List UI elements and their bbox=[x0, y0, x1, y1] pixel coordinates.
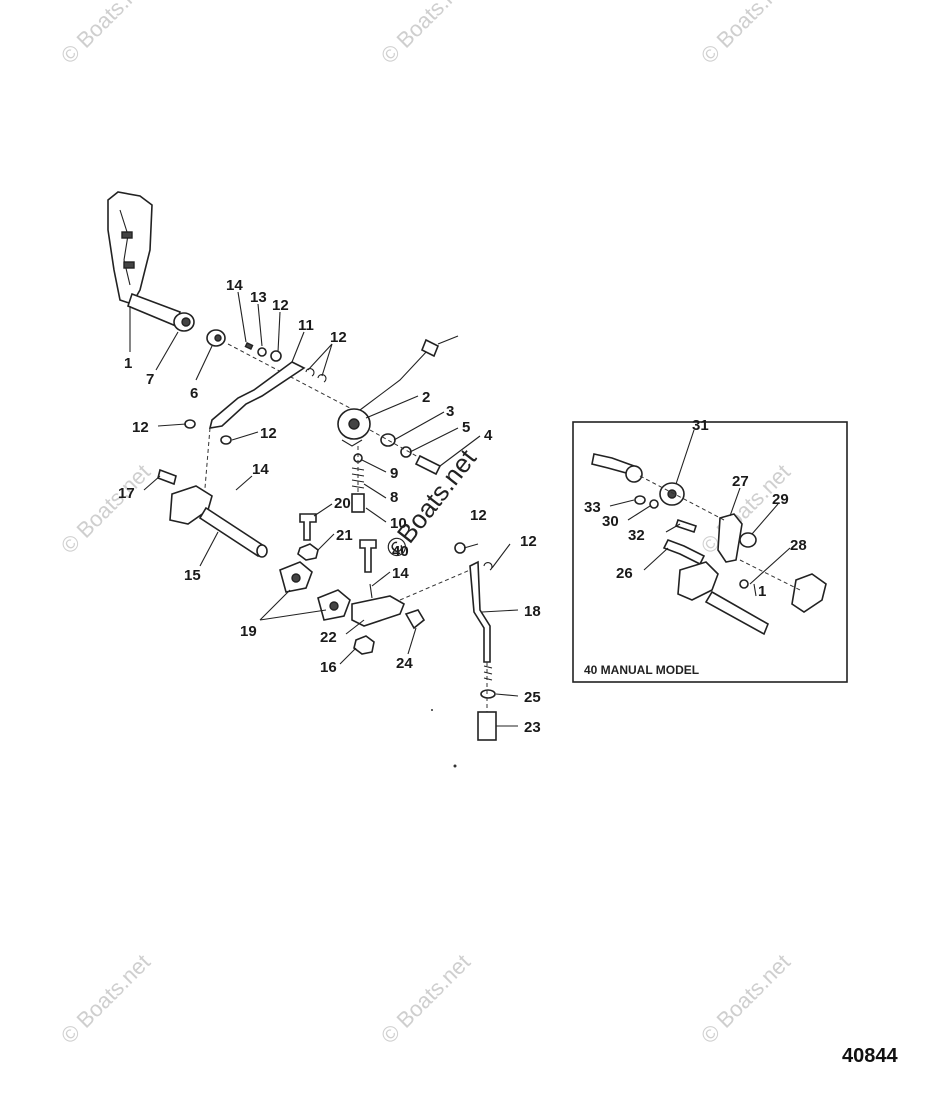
callout-5: 5 bbox=[462, 419, 470, 436]
inset-bracket bbox=[791, 573, 827, 613]
inset-label: 40 MANUAL MODEL bbox=[584, 663, 699, 677]
lever-shaft bbox=[127, 292, 181, 328]
callout-26: 26 bbox=[616, 565, 633, 582]
watermark: © Boats.net bbox=[56, 459, 155, 558]
callout-28: 28 bbox=[790, 537, 807, 554]
bolt-20 bbox=[299, 513, 317, 541]
inset-frame bbox=[572, 421, 848, 683]
callout-21: 21 bbox=[336, 527, 353, 544]
callout-14: 14 bbox=[226, 277, 243, 294]
callout-11: 11 bbox=[298, 317, 314, 334]
nut-21 bbox=[297, 543, 319, 561]
inset-bushing bbox=[625, 465, 643, 483]
nut-16 bbox=[353, 635, 375, 655]
callout-8: 8 bbox=[390, 489, 398, 506]
callout-32: 32 bbox=[628, 527, 645, 544]
callout-20: 20 bbox=[334, 495, 351, 512]
callout-2: 2 bbox=[422, 389, 430, 406]
washer-3 bbox=[380, 433, 396, 447]
callout-17: 17 bbox=[118, 485, 135, 502]
cable-end bbox=[420, 338, 440, 358]
screw-10 bbox=[351, 493, 365, 513]
plate-number: 40844 bbox=[842, 1045, 898, 1067]
callout-19: 19 bbox=[240, 623, 257, 640]
connector-23 bbox=[477, 711, 497, 741]
arm-22 bbox=[351, 595, 406, 627]
shift-shaft bbox=[198, 506, 266, 558]
main-assembly bbox=[107, 191, 497, 768]
callout-9: 9 bbox=[390, 465, 398, 482]
callout-30: 30 bbox=[602, 513, 619, 530]
callout-25: 25 bbox=[524, 689, 541, 706]
callout-12: 12 bbox=[132, 419, 149, 436]
callout-13: 13 bbox=[250, 289, 267, 306]
callout-33: 33 bbox=[584, 499, 601, 516]
watermark: © Boats.net bbox=[696, 949, 795, 1048]
lever-slot bbox=[121, 231, 133, 239]
nut-25 bbox=[480, 689, 496, 699]
callout-15: 15 bbox=[184, 567, 201, 584]
callout-10: 10 bbox=[390, 515, 407, 532]
callout-1: 1 bbox=[124, 355, 132, 372]
callout-27: 27 bbox=[732, 473, 749, 490]
link-rod-18 bbox=[469, 560, 491, 663]
callout-6: 6 bbox=[190, 385, 198, 402]
inset-washer bbox=[739, 532, 757, 548]
screw-17 bbox=[157, 468, 177, 486]
callout-3: 3 bbox=[446, 403, 454, 420]
lever-slot bbox=[123, 261, 135, 269]
watermark: © Boats.net bbox=[56, 949, 155, 1048]
callout-24: 24 bbox=[396, 655, 413, 672]
bolt-center bbox=[359, 539, 377, 573]
watermark: © Boats.net bbox=[376, 949, 475, 1048]
callout-16: 16 bbox=[320, 659, 337, 676]
callout-4: 4 bbox=[484, 427, 493, 444]
leader-lines bbox=[129, 291, 519, 727]
throttle-lever bbox=[107, 191, 153, 305]
callout-7: 7 bbox=[146, 371, 154, 388]
callout-14: 14 bbox=[392, 565, 409, 582]
callouts-main: 1 7 6 14 13 12 11 12 2 3 5 4 9 8 10 12 1… bbox=[118, 277, 541, 736]
callout-18: 18 bbox=[524, 603, 541, 620]
callout-40: 40 bbox=[392, 543, 409, 560]
bolt-4 bbox=[414, 454, 442, 476]
watermark: © Boats.net bbox=[696, 0, 795, 69]
inset-box: 31 33 30 32 27 29 28 26 1 40 MANUAL MODE… bbox=[572, 417, 848, 683]
callout-12: 12 bbox=[330, 329, 347, 346]
callout-22: 22 bbox=[320, 629, 337, 646]
inset-shift-lever bbox=[677, 561, 719, 601]
callout-23: 23 bbox=[524, 719, 541, 736]
callout-12: 12 bbox=[260, 425, 277, 442]
watermark: © Boats.net bbox=[376, 0, 475, 69]
callout-1: 1 bbox=[758, 583, 766, 600]
callout-12: 12 bbox=[470, 507, 487, 524]
cap-24 bbox=[404, 609, 426, 630]
watermark: © Boats.net bbox=[56, 0, 155, 69]
callout-14: 14 bbox=[252, 461, 269, 478]
callout-29: 29 bbox=[772, 491, 789, 508]
callout-12: 12 bbox=[272, 297, 289, 314]
callout-12: 12 bbox=[520, 533, 537, 550]
callout-31: 31 bbox=[692, 417, 709, 434]
inset-link bbox=[717, 513, 743, 563]
shift-link-rod bbox=[208, 361, 306, 429]
